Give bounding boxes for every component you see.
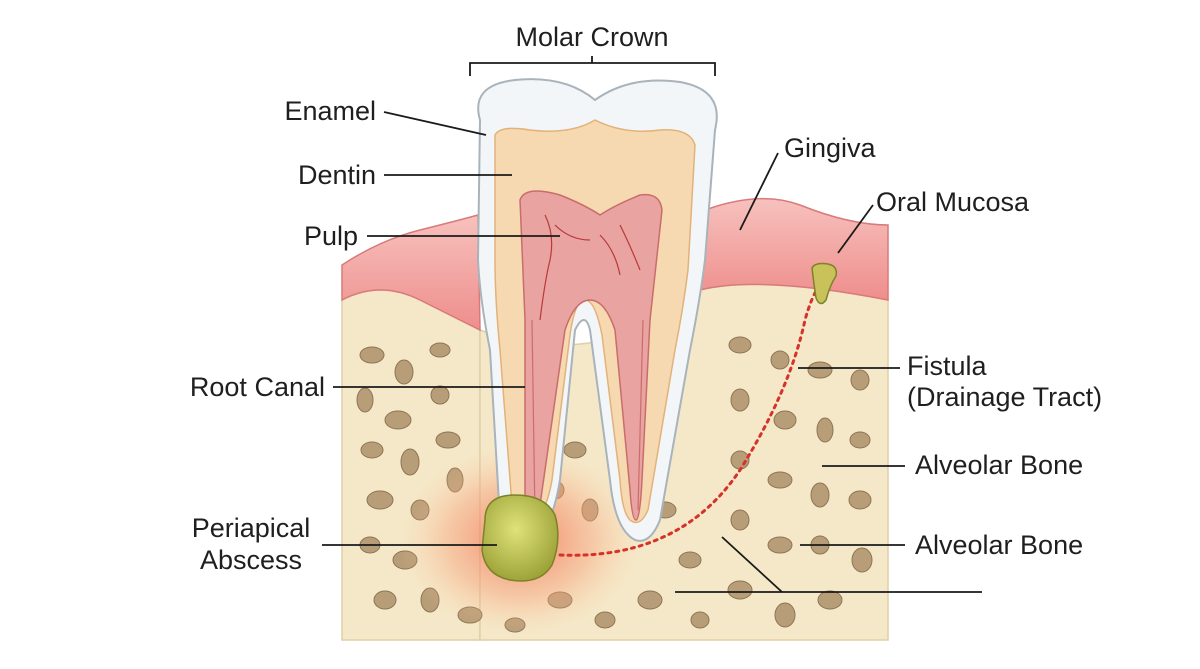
leader-lines [322,111,982,593]
fistula-tract [558,283,822,557]
label-molar-crown: Molar Crown [515,22,668,52]
label-periapical-line1: Periapical [192,513,311,543]
fistula-opening [811,262,838,305]
gingiva-left [341,214,481,332]
label-periapical-line2: Abscess [200,545,302,575]
molar-crown-bracket [469,56,716,76]
label-gingiva: Gingiva [784,133,877,163]
label-fistula-line2: (Drainage Tract) [907,382,1102,412]
label-pulp: Pulp [304,221,358,251]
label-enamel: Enamel [284,96,376,126]
label-oral-mucosa: Oral Mucosa [876,187,1030,217]
label-alveolar-bone-2: Alveolar Bone [915,530,1083,560]
label-root-canal: Root Canal [190,372,325,402]
root-canal-lines [531,319,644,521]
label-dentin: Dentin [298,160,376,190]
label-alveolar-bone-1: Alveolar Bone [915,450,1083,480]
periapical-abscess [481,494,559,582]
pulp-vessels [539,214,641,321]
label-fistula-line1: Fistula [907,351,988,381]
gingiva-right [699,197,889,301]
